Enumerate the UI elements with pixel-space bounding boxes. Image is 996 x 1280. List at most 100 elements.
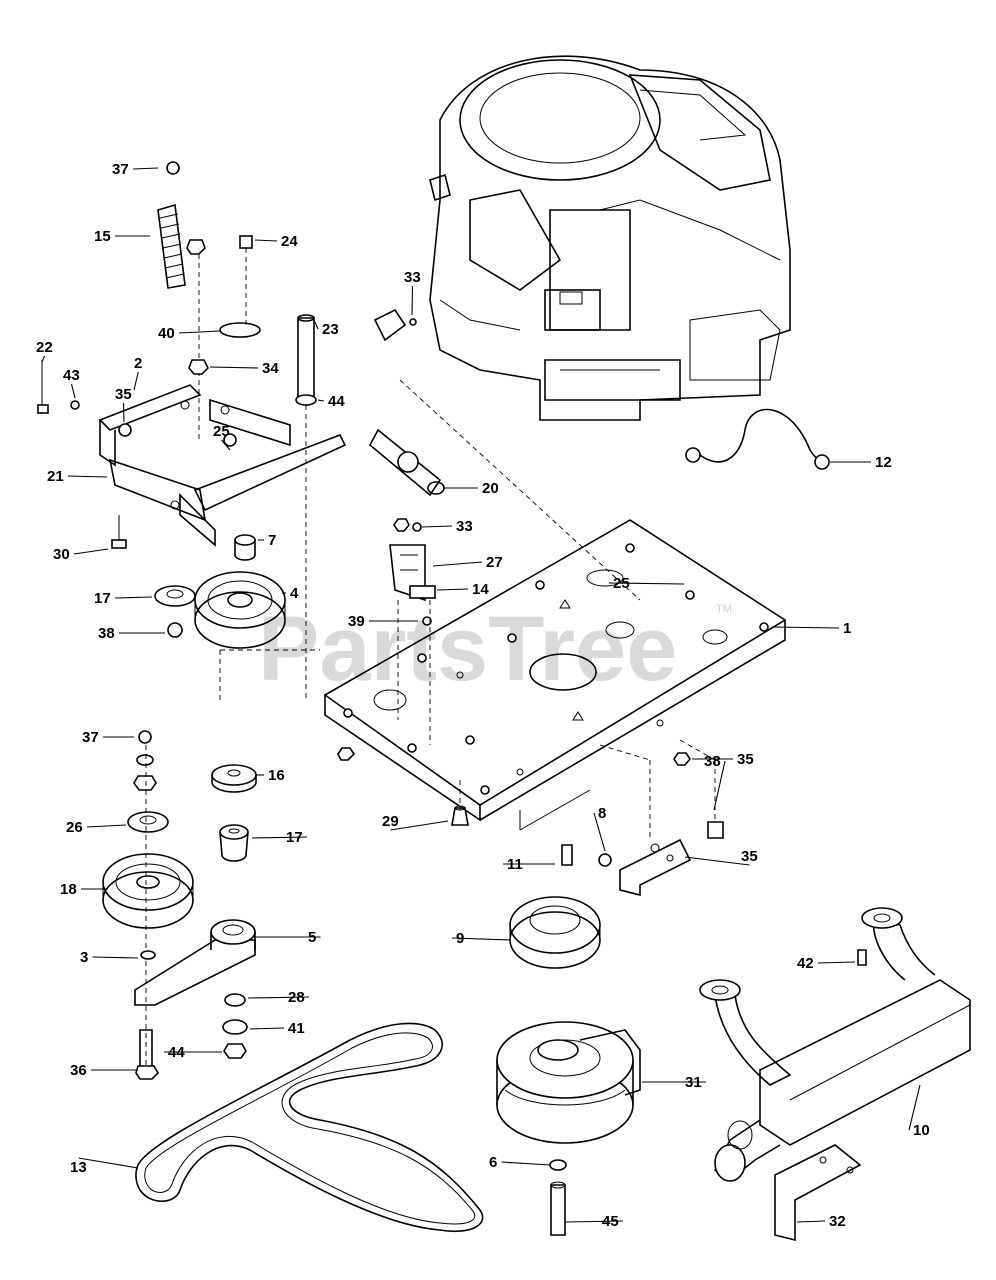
callout-label: 3	[80, 949, 88, 966]
part-23-pin	[297, 317, 315, 401]
callout-leader	[86, 824, 127, 828]
callout-label: 12	[875, 454, 892, 471]
callout-label: 37	[112, 161, 129, 178]
part-18-pin	[561, 844, 573, 866]
callout-label: 25	[213, 423, 230, 440]
callout-leader	[421, 525, 453, 528]
watermark-trademark: TM	[716, 603, 732, 615]
part-16-spacer	[211, 764, 257, 793]
callout-leader	[432, 561, 483, 567]
callout-label: 24	[281, 233, 298, 250]
callout-label: 4	[290, 585, 299, 602]
callout-leader	[317, 399, 325, 402]
callout-label: 16	[268, 767, 285, 784]
callout-leader	[73, 548, 109, 555]
bracket-assembly	[98, 384, 347, 547]
callout-leader	[411, 285, 414, 316]
callout-label: 35	[115, 386, 132, 403]
callout-label: 25	[613, 575, 630, 592]
part-44-washer	[295, 394, 317, 406]
callout-leader	[565, 1220, 624, 1223]
part-34-nut	[188, 359, 209, 375]
part-7-bushing	[234, 534, 256, 546]
pulley-5	[102, 853, 194, 929]
callout-label: 1	[843, 620, 851, 637]
callout-leader	[221, 439, 231, 451]
callout-leader	[247, 996, 310, 999]
callout-label: 13	[70, 1159, 87, 1176]
callout-label: 33	[456, 518, 473, 535]
callout-label: 38	[704, 753, 721, 770]
callout-label: 44	[168, 1044, 185, 1061]
callout-leader	[608, 582, 685, 585]
callout-label: 10	[913, 1122, 930, 1139]
clutch-10	[496, 1021, 641, 1144]
callout-label: 17	[94, 590, 111, 607]
pivot-20	[368, 428, 445, 497]
callout-label: 9	[456, 930, 464, 947]
callout-label: 33	[404, 269, 421, 286]
callout-label: 30	[53, 546, 70, 563]
callout-label: 41	[288, 1020, 305, 1037]
callout-leader	[67, 475, 108, 478]
part-27-bracket	[389, 544, 426, 602]
callout-leader	[254, 239, 278, 242]
callout-label: 18	[60, 881, 77, 898]
callout-label: 31	[685, 1074, 702, 1091]
callout-label: 7	[268, 532, 276, 549]
callout-leader	[390, 820, 449, 831]
pulley-4	[194, 571, 286, 649]
callout-leader	[41, 355, 46, 363]
callout-label: 32	[829, 1213, 846, 1230]
belt-6	[135, 1022, 484, 1233]
part-nut-top	[186, 239, 206, 255]
callout-leader	[436, 588, 469, 591]
engine	[429, 55, 791, 421]
callout-leader	[451, 937, 511, 941]
heat-shield-19	[774, 1144, 862, 1242]
cable-12	[685, 408, 830, 470]
callout-label: 17	[286, 829, 303, 846]
callout-leader	[178, 330, 221, 334]
arm-9	[134, 919, 256, 1006]
callout-label: 26	[66, 819, 83, 836]
callout-label: 20	[482, 480, 499, 497]
callout-label: 8	[598, 805, 606, 822]
callout-label: 29	[382, 813, 399, 830]
callout-leader	[249, 1027, 285, 1030]
callout-label: 45	[602, 1213, 619, 1230]
callout-leader	[501, 1161, 551, 1166]
callout-leader	[92, 956, 139, 959]
part-17-idler	[154, 585, 196, 607]
callout-label: 14	[472, 581, 489, 598]
callout-label: 28	[288, 989, 305, 1006]
muffler-13	[699, 907, 971, 1182]
callout-leader	[251, 836, 308, 839]
callout-leader	[70, 383, 76, 399]
callout-label: 35	[741, 848, 758, 865]
spring	[157, 203, 186, 289]
callout-label: 11	[507, 856, 523, 873]
callout-leader	[908, 1084, 921, 1131]
callout-label: 21	[47, 468, 64, 485]
callout-label: 43	[63, 367, 80, 384]
callout-leader	[133, 371, 139, 391]
bracket-11	[619, 838, 692, 897]
part-26-stud	[451, 807, 469, 826]
callout-label: 35	[737, 751, 754, 768]
callout-leader	[209, 366, 259, 369]
callout-label: 40	[158, 325, 175, 342]
callout-label: 27	[486, 554, 503, 571]
callout-label: 15	[94, 228, 111, 245]
callout-leader	[796, 1220, 826, 1223]
deck-plate-1	[323, 519, 787, 831]
part-29-bolt	[707, 821, 724, 839]
part-17-idler-lower	[127, 811, 169, 833]
part-32-bolt	[550, 1184, 566, 1236]
callout-leader	[817, 961, 856, 964]
callout-label: 42	[797, 955, 814, 972]
callout-label: 22	[36, 339, 53, 356]
callout-leader	[78, 1157, 139, 1169]
